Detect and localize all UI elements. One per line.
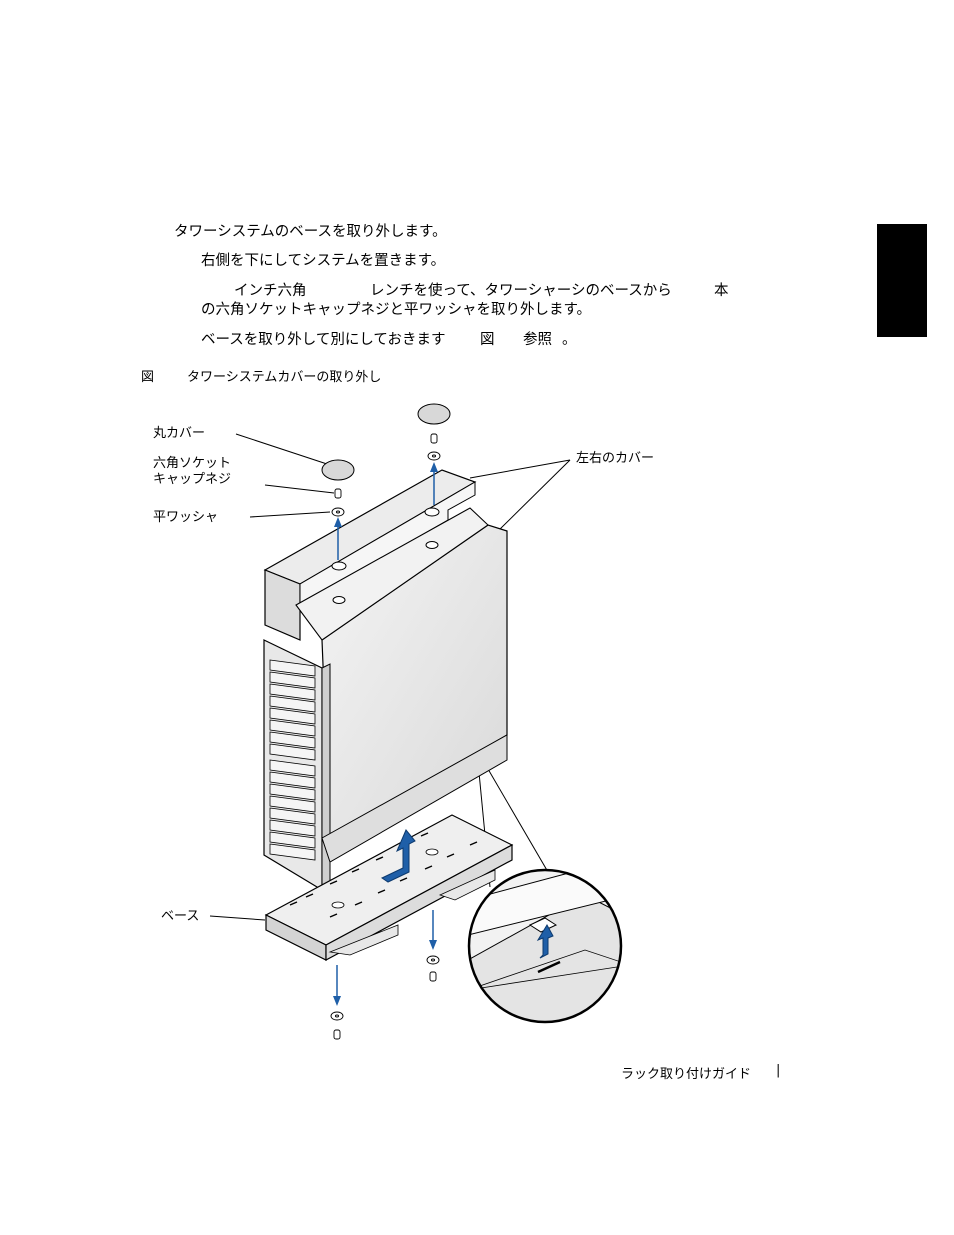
drive-bay-slot xyxy=(269,731,316,749)
footer-title: ラック取り付けガイド xyxy=(621,1067,752,1082)
step-sub1: 右側を下にしてシステムを置きます。 xyxy=(201,253,446,269)
drive-bay-slot xyxy=(269,807,316,825)
leader-lines xyxy=(209,433,571,921)
footer-separator: | xyxy=(776,1063,781,1078)
figure-caption: タワーシステムカバーの取り外し xyxy=(187,370,382,385)
drive-bay-slot xyxy=(269,819,316,837)
step-main: タワーシステムのベースを取り外します。 xyxy=(174,224,447,240)
step-sub2-part-b: レンチを使って、タワーシャーシのベースから xyxy=(370,283,672,299)
step-sub3-part-a: ベースを取り外して別にしておきます xyxy=(201,332,446,348)
drive-bay-slot xyxy=(269,759,316,777)
label-hex-socket-screw-line2: キャップネジ xyxy=(153,472,232,487)
label-round-cover: 丸カバー xyxy=(153,426,206,441)
drive-bay-slot xyxy=(269,683,316,701)
section-tab xyxy=(877,224,927,337)
label-side-covers: 左右のカバー xyxy=(576,451,655,466)
step-sub3-period: 。 xyxy=(562,332,577,348)
figure-caption-prefix: 図 xyxy=(141,370,155,385)
label-hex-socket-screw-line1: 六角ソケット xyxy=(153,456,232,471)
drive-bay-slot xyxy=(269,771,316,789)
drive-bay-slot xyxy=(269,707,316,725)
lower-chassis xyxy=(321,734,508,863)
label-base: ベース xyxy=(161,909,200,924)
step-sub3-figure-word: 図 xyxy=(480,332,495,348)
zoom-detail xyxy=(469,870,621,1022)
drive-bay-slot xyxy=(269,659,316,677)
drive-bay-slot xyxy=(269,795,316,813)
round-cover-icons xyxy=(321,403,451,481)
drive-bay-slot xyxy=(269,831,316,849)
drive-bay-slot xyxy=(269,743,316,761)
drive-bay-slot xyxy=(269,671,316,689)
right-side-cover xyxy=(295,507,508,840)
drive-bay-slot xyxy=(269,843,316,861)
step-sub2-line2: の六角ソケットキャップネジと平ワッシャを取り外します。 xyxy=(201,302,592,318)
drive-bay-stack xyxy=(269,659,316,861)
step-sub2-part-c: 本 xyxy=(714,283,729,299)
screw-holes xyxy=(331,507,440,604)
bottom-screws-washers xyxy=(330,955,440,1040)
zoom-circle-outline xyxy=(467,868,623,1024)
slide-arrow-icon xyxy=(380,829,416,883)
drive-bay-slot xyxy=(269,695,316,713)
step-sub2-part-a: インチ六角 xyxy=(234,283,307,299)
drive-bay-slot xyxy=(269,719,316,737)
step-sub3-reference-word: 参照 xyxy=(523,332,552,348)
lift-arrows xyxy=(333,462,438,1006)
label-flat-washer: 平ワッシャ xyxy=(153,510,219,525)
top-screws-washers xyxy=(331,433,441,517)
drive-bay-slot xyxy=(269,783,316,801)
